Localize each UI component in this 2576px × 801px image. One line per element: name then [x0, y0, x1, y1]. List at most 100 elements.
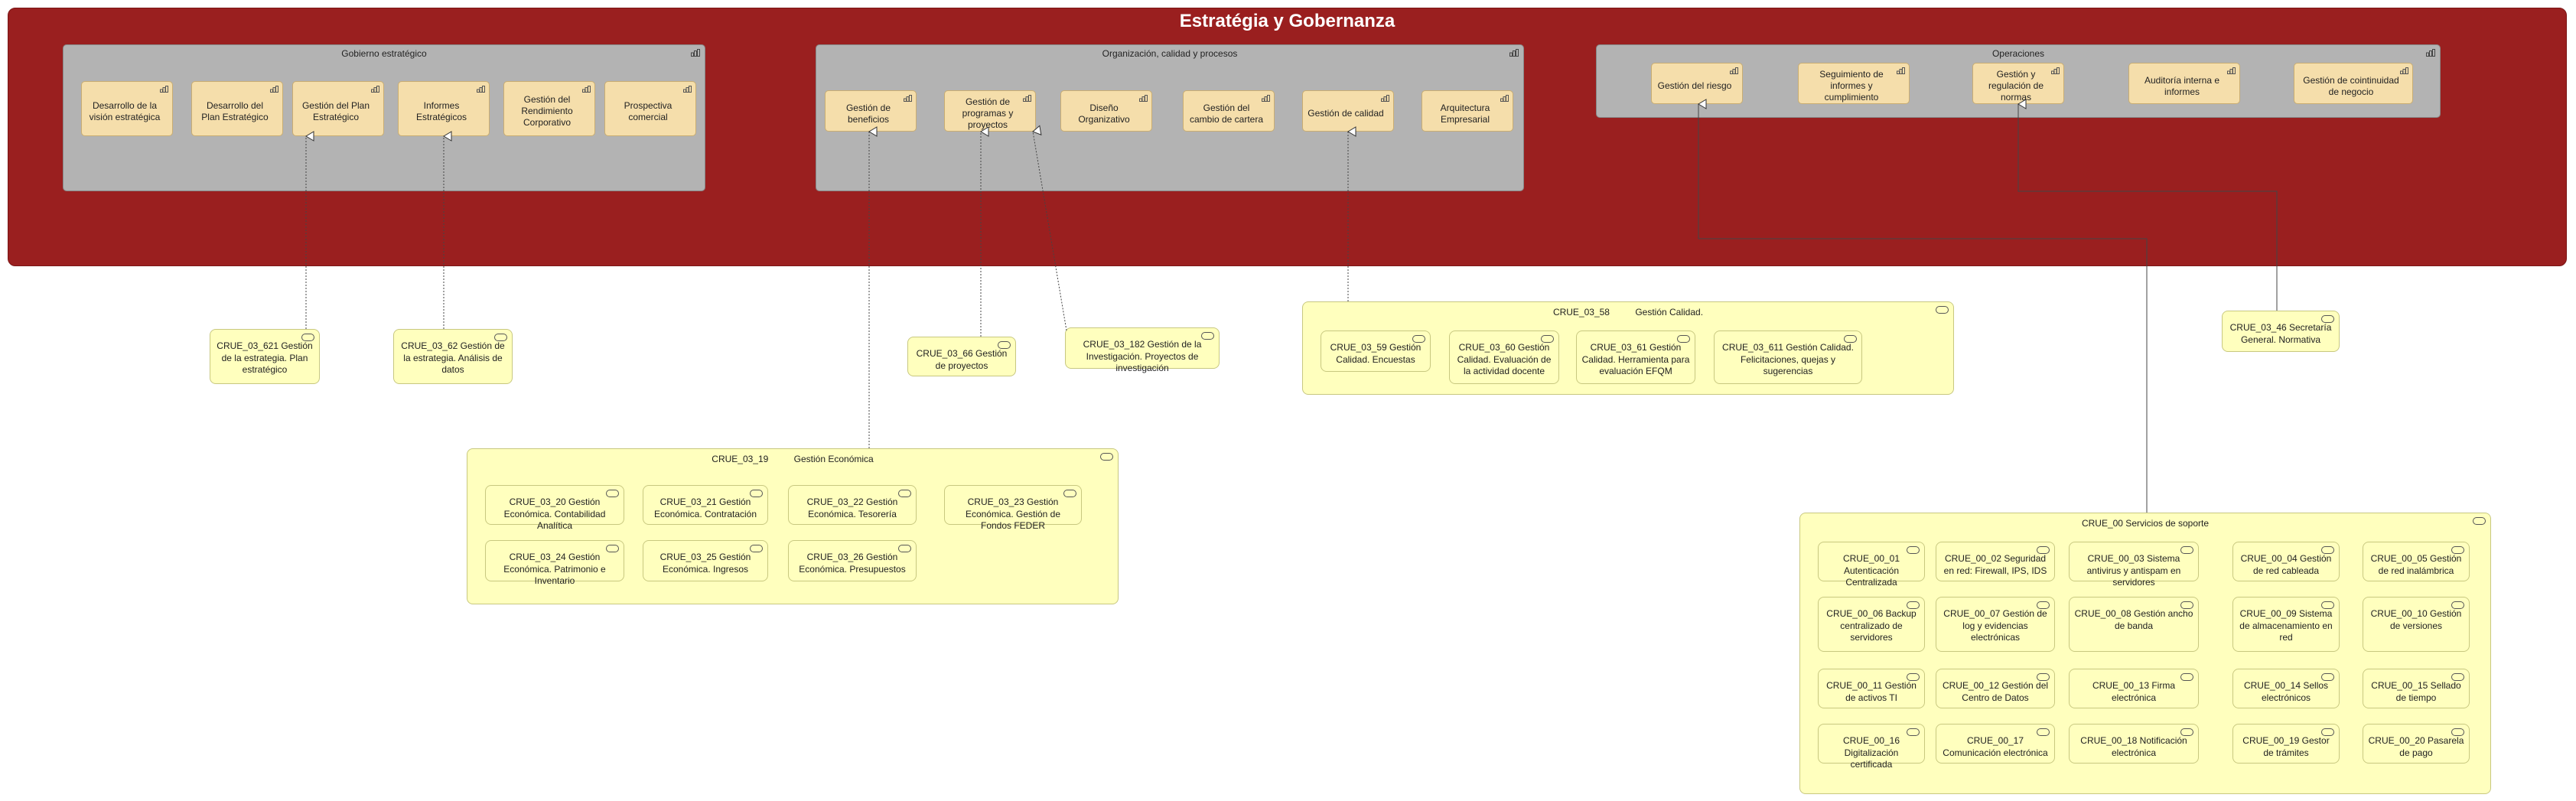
service-icon	[2451, 728, 2464, 736]
capability-icon	[371, 86, 379, 93]
service-label: CRUE_00_12 Gestión del Centro de Datos	[1942, 680, 2049, 703]
service-proyectos-investigacion[interactable]: CRUE_03_182 Gestión de la Investigación.…	[1065, 327, 1220, 373]
capability-label: Auditoría interna e informes	[2144, 74, 2220, 97]
service-icon	[1541, 335, 1554, 343]
capability-desarrollo-vision[interactable]: Desarrollo de la visión estratégica	[81, 81, 173, 136]
support-service-5[interactable]: CRUE_00_05 Gestión de red inalámbrica	[2363, 542, 2470, 581]
capability-label: Desarrollo de la visión estratégica	[89, 99, 161, 122]
service-economica-tesoreria[interactable]: CRUE_03_22 Gestión Económica. Tesorería	[788, 485, 917, 525]
service-calidad-efqm[interactable]: CRUE_03_61 Gestión Calidad. Herramienta …	[1576, 330, 1695, 384]
service-calidad-encuestas[interactable]: CRUE_03_59 Gestión Calidad. Encuestas	[1321, 330, 1431, 372]
support-service-1[interactable]: CRUE_00_01 Autenticación Centralizada	[1818, 542, 1925, 588]
support-service-15[interactable]: CRUE_00_15 Sellado de tiempo	[2363, 669, 2470, 708]
service-icon	[898, 490, 911, 497]
capability-arquitectura-empresarial[interactable]: Arquitectura Empresarial	[1422, 90, 1513, 132]
support-service-9[interactable]: CRUE_00_09 Sistema de almacenamiento en …	[2232, 597, 2340, 652]
capability-desarrollo-plan[interactable]: Desarrollo del Plan Estratégico	[191, 81, 283, 136]
service-label: CRUE_03_66 Gestión de proyectos	[916, 348, 1008, 371]
service-economica-patrimonio[interactable]: CRUE_03_24 Gestión Económica. Patrimonio…	[485, 540, 624, 586]
capability-gestion-riesgo[interactable]: Gestión del riesgo	[1651, 63, 1743, 104]
service-icon	[1907, 546, 1920, 554]
service-analisis-datos[interactable]: CRUE_03_62 Gestión de la estrategia. Aná…	[393, 329, 513, 384]
support-service-11[interactable]: CRUE_00_11 Gestión de activos TI	[1818, 669, 1925, 708]
capability-gestion-plan[interactable]: Gestión del Plan Estratégico	[292, 81, 384, 136]
service-gestion-proyectos[interactable]: CRUE_03_66 Gestión de proyectos	[907, 337, 1016, 376]
capability-icon	[1500, 95, 1509, 102]
service-icon	[606, 490, 619, 497]
service-label: CRUE_03_20 Gestión Económica. Contabilid…	[503, 497, 606, 532]
support-service-10[interactable]: CRUE_00_10 Gestión de versiones	[2363, 597, 2470, 652]
capability-icon	[1897, 67, 1905, 74]
capability-gestion-calidad[interactable]: Gestión de calidad	[1302, 90, 1394, 132]
support-service-8[interactable]: CRUE_00_08 Gestión ancho de banda	[2069, 597, 2199, 652]
capability-rendimiento-corporativo[interactable]: Gestión del Rendimiento Corporativo	[503, 81, 595, 136]
support-service-20[interactable]: CRUE_00_20 Pasarela de pago	[2363, 724, 2470, 764]
service-label: CRUE_00_01 Autenticación Centralizada	[1842, 553, 1900, 588]
support-service-14[interactable]: CRUE_00_14 Sellos electrónicos	[2232, 669, 2340, 708]
capability-cambio-cartera[interactable]: Gestión del cambio de cartera	[1183, 90, 1275, 132]
capability-icon	[160, 86, 168, 93]
service-plan-estrategico[interactable]: CRUE_03_621 Gestión de la estrategia. Pl…	[210, 329, 320, 384]
service-label: CRUE_03_46 Secretaría General. Normativa	[2229, 322, 2332, 345]
service-icon	[2180, 673, 2193, 681]
service-icon	[1412, 335, 1425, 343]
service-icon	[2321, 728, 2334, 736]
service-economica-contratacion[interactable]: CRUE_03_21 Gestión Económica. Contrataci…	[643, 485, 768, 525]
capability-icon	[2227, 67, 2236, 74]
service-label: CRUE_00_14 Sellos electrónicos	[2243, 680, 2329, 703]
service-icon	[2451, 673, 2464, 681]
support-service-4[interactable]: CRUE_00_04 Gestión de red cableada	[2232, 542, 2340, 581]
capability-label: Desarrollo del Plan Estratégico	[201, 99, 269, 122]
service-label: CRUE_00_15 Sellado de tiempo	[2371, 680, 2461, 703]
service-label: CRUE_03_59 Gestión Calidad. Encuestas	[1330, 342, 1422, 365]
service-label: CRUE_00_11 Gestión de activos TI	[1826, 680, 1917, 703]
service-economica-contabilidad[interactable]: CRUE_03_20 Gestión Económica. Contabilid…	[485, 485, 624, 531]
service-group-title: CRUE_03_19 Gestión Económica	[712, 454, 874, 464]
capability-seguimiento-informes[interactable]: Seguimiento de informes y cumplimiento	[1798, 63, 1910, 104]
support-service-3[interactable]: CRUE_00_03 Sistema antivirus y antispam …	[2069, 542, 2199, 588]
capability-prospectiva-comercial[interactable]: Prospectiva comercial	[604, 81, 696, 136]
service-icon	[1100, 453, 1113, 461]
capability-icon	[683, 86, 692, 93]
capability-auditoria-interna[interactable]: Auditoría interna e informes	[2128, 63, 2240, 104]
service-economica-presupuestos[interactable]: CRUE_03_26 Gestión Económica. Presupuest…	[788, 540, 917, 581]
service-icon	[1677, 335, 1690, 343]
capability-label: Diseño Organizativo	[1078, 102, 1130, 125]
service-label: CRUE_03_60 Gestión Calidad. Evaluación d…	[1457, 342, 1552, 377]
service-secretaria-normativa[interactable]: CRUE_03_46 Secretaría General. Normativa	[2222, 311, 2340, 352]
service-calidad-docente[interactable]: CRUE_03_60 Gestión Calidad. Evaluación d…	[1449, 330, 1559, 384]
service-economica-ingresos[interactable]: CRUE_03_25 Gestión Económica. Ingresos	[643, 540, 768, 581]
service-calidad-quejas[interactable]: CRUE_03_611 Gestión Calidad. Felicitacio…	[1714, 330, 1862, 384]
support-service-18[interactable]: CRUE_00_18 Notificación electrónica	[2069, 724, 2199, 764]
service-label: CRUE_03_61 Gestión Calidad. Herramienta …	[1581, 342, 1690, 377]
service-label: CRUE_03_621 Gestión de la estrategia. Pl…	[217, 340, 313, 376]
service-icon	[2037, 601, 2050, 609]
capability-icon	[1023, 95, 1031, 102]
support-service-2[interactable]: CRUE_00_02 Seguridad en red: Firewall, I…	[1936, 542, 2055, 581]
support-service-17[interactable]: CRUE_00_17 Comunicación electrónica	[1936, 724, 2055, 764]
service-label: CRUE_00_08 Gestión ancho de banda	[2074, 608, 2193, 631]
capability-label: Gestión del cambio de cartera	[1189, 102, 1264, 125]
group-organizacion-calidad[interactable]: Organización, calidad y procesos	[816, 44, 1524, 191]
service-label: CRUE_00_03 Sistema antivirus y antispam …	[2086, 553, 2181, 588]
support-service-16[interactable]: CRUE_00_16 Digitalización certificada	[1818, 724, 1925, 770]
grouping-icon	[691, 49, 700, 57]
service-economica-feder[interactable]: CRUE_03_23 Gestión Económica. Gestión de…	[944, 485, 1082, 531]
service-label: CRUE_03_21 Gestión Económica. Contrataci…	[653, 497, 757, 519]
capability-continuidad-negocio[interactable]: Gestión de cointinuidad de negocio	[2294, 63, 2413, 104]
capability-diseno-organizativo[interactable]: Diseño Organizativo	[1060, 90, 1152, 132]
support-service-7[interactable]: CRUE_00_07 Gestión de log y evidencias e…	[1936, 597, 2055, 652]
support-service-13[interactable]: CRUE_00_13 Firma electrónica	[2069, 669, 2199, 708]
service-icon	[898, 545, 911, 552]
realization-connector-soporte	[1698, 99, 2148, 513]
capability-label: Gestión del Plan Estratégico	[301, 99, 370, 122]
service-label: CRUE_03_62 Gestión de la estrategia. Aná…	[401, 340, 505, 376]
support-service-19[interactable]: CRUE_00_19 Gestor de trámites	[2232, 724, 2340, 764]
capability-label: Seguimiento de informes y cumplimiento	[1819, 69, 1884, 103]
service-label: CRUE_03_611 Gestión Calidad. Felicitacio…	[1722, 342, 1854, 377]
support-service-12[interactable]: CRUE_00_12 Gestión del Centro de Datos	[1936, 669, 2055, 708]
support-service-6[interactable]: CRUE_00_06 Backup centralizado de servid…	[1818, 597, 1925, 652]
capability-icon	[1381, 95, 1389, 102]
service-label: CRUE_00_05 Gestión de red inalámbrica	[2370, 553, 2462, 576]
capability-programas-proyectos[interactable]: Gestión de programas y proyectos	[944, 90, 1036, 132]
